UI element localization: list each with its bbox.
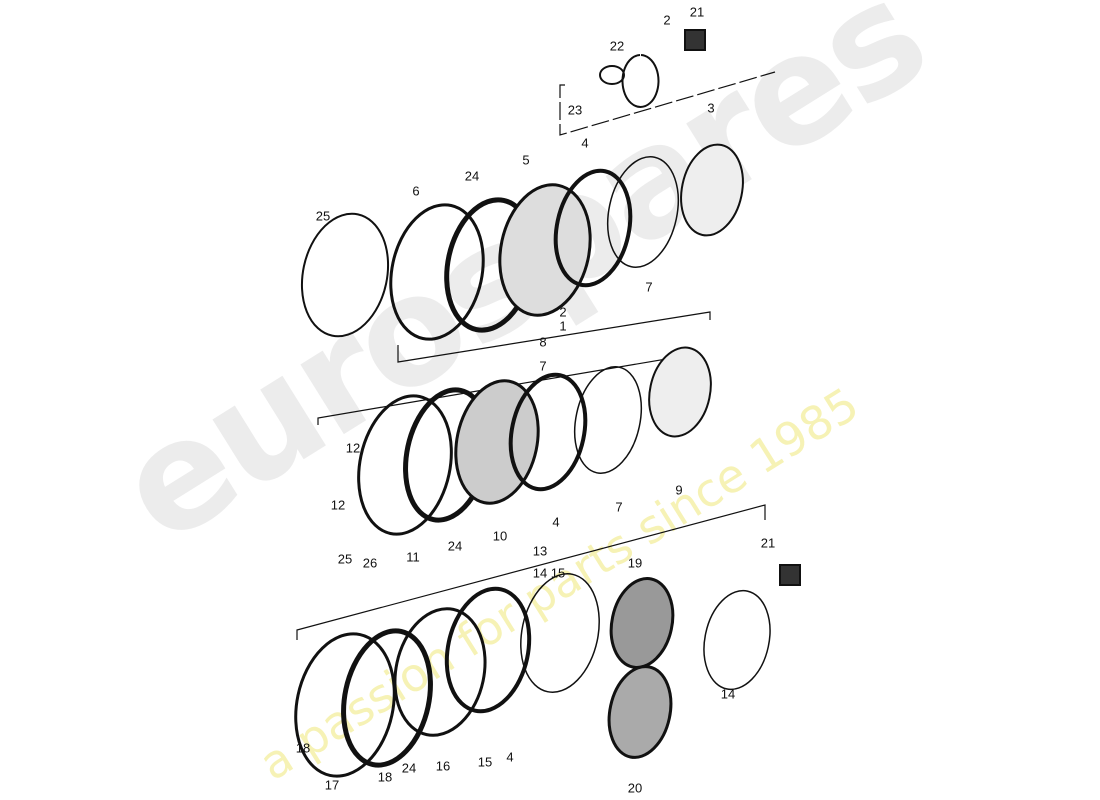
callout-2: 2 — [663, 12, 671, 28]
callout-15: 15 — [550, 565, 566, 581]
callout-7: 7 — [615, 499, 623, 515]
callout-23: 23 — [567, 102, 583, 118]
callout-7: 7 — [645, 279, 653, 295]
callout-4: 4 — [552, 514, 560, 530]
callout-3: 3 — [707, 100, 715, 116]
bulb[interactable] — [599, 65, 625, 85]
bracket — [397, 311, 711, 363]
callout-2: 2 — [559, 304, 567, 320]
sealed-beam-unit-alt[interactable] — [601, 661, 679, 763]
lens[interactable] — [384, 600, 497, 743]
headlamp-assembly-middle — [317, 342, 718, 543]
callout-24: 24 — [464, 168, 480, 184]
callout-19: 19 — [627, 555, 643, 571]
callout-25: 25 — [337, 551, 353, 567]
callout-4: 4 — [581, 135, 589, 151]
retaining-ring[interactable] — [501, 368, 596, 496]
mounting-ring[interactable] — [510, 566, 609, 699]
callout-11: 11 — [406, 549, 420, 565]
connector[interactable] — [684, 29, 706, 51]
callout-12: 12 — [345, 440, 361, 456]
callout-24: 24 — [401, 760, 417, 776]
mounting-ring[interactable] — [565, 361, 650, 480]
callout-8: 8 — [539, 334, 547, 350]
retaining-ring[interactable] — [436, 581, 540, 719]
lens[interactable] — [488, 176, 602, 323]
trim-ring[interactable] — [346, 387, 463, 543]
headlamp-assembly-top — [291, 29, 776, 363]
trim-ring[interactable] — [283, 625, 407, 786]
callout-12: 12 — [330, 497, 346, 513]
callout-22: 22 — [609, 38, 625, 54]
bracket — [559, 71, 776, 136]
callout-7: 7 — [539, 358, 547, 374]
reflector[interactable] — [673, 139, 751, 241]
callout-21: 21 — [760, 535, 776, 551]
callout-25: 25 — [315, 208, 331, 224]
callout-14: 14 — [720, 686, 736, 702]
trim-ring[interactable] — [379, 196, 495, 348]
stone-guard-grille[interactable] — [291, 206, 399, 345]
retaining-ring[interactable] — [546, 164, 641, 292]
callout-6: 6 — [412, 183, 420, 199]
headlamp-assembly-bottom — [283, 504, 801, 786]
callout-18: 18 — [377, 769, 393, 785]
callout-20: 20 — [627, 780, 643, 796]
callout-13: 13 — [532, 543, 548, 559]
callout-15: 15 — [477, 754, 493, 770]
callout-18: 18 — [295, 740, 311, 756]
callout-9: 9 — [675, 482, 683, 498]
sealed-beam-reflector[interactable] — [641, 342, 718, 443]
connector[interactable] — [779, 564, 801, 586]
adjusting-ring[interactable] — [695, 584, 778, 695]
seal-ring[interactable] — [332, 623, 442, 773]
callout-4: 4 — [506, 749, 514, 765]
callout-5: 5 — [522, 152, 530, 168]
callout-17: 17 — [324, 777, 340, 793]
callout-24: 24 — [447, 538, 463, 554]
callout-21: 21 — [689, 4, 705, 20]
bulb-holder[interactable] — [621, 54, 660, 108]
callout-26: 26 — [362, 555, 378, 571]
bracket — [296, 504, 766, 640]
mounting-ring[interactable] — [598, 150, 688, 274]
sealed-beam-unit[interactable] — [603, 573, 680, 674]
callout-16: 16 — [435, 758, 451, 774]
callout-1: 1 — [559, 318, 567, 334]
callout-10: 10 — [492, 528, 508, 544]
callout-14: 14 — [532, 565, 548, 581]
